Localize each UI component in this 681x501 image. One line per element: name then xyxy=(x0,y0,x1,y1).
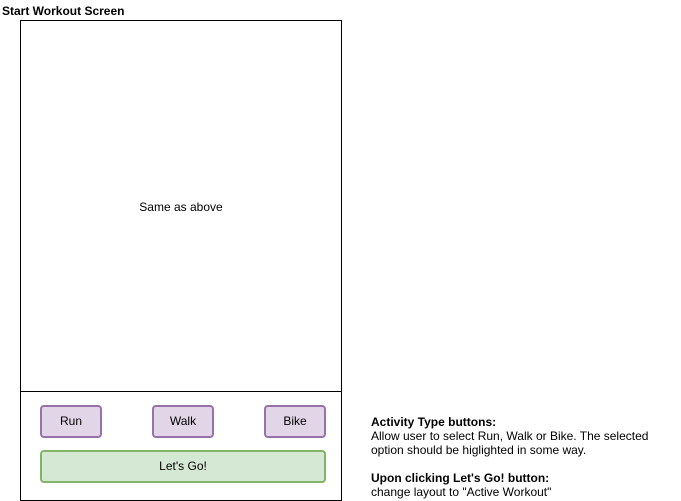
note-heading-activity-type: Activity Type buttons: xyxy=(371,415,497,429)
content-area: Same as above xyxy=(21,21,341,392)
note-spacer xyxy=(371,457,676,471)
note-body-activity-type: Allow user to select Run, Walk or Bike. … xyxy=(371,429,649,457)
walk-button[interactable]: Walk xyxy=(152,405,214,438)
phone-frame: Same as above Run Walk Bike Let's Go! xyxy=(20,20,342,501)
annotation-notes: Activity Type buttons: Allow user to sel… xyxy=(371,415,676,499)
note-heading-lets-go: Upon clicking Let's Go! button: xyxy=(371,471,550,485)
lets-go-button[interactable]: Let's Go! xyxy=(40,450,326,483)
bike-button[interactable]: Bike xyxy=(264,405,326,438)
note-body-lets-go: change layout to "Active Workout" xyxy=(371,485,552,499)
run-button[interactable]: Run xyxy=(40,405,102,438)
screen-title: Start Workout Screen xyxy=(2,4,125,18)
content-placeholder-text: Same as above xyxy=(139,200,223,214)
